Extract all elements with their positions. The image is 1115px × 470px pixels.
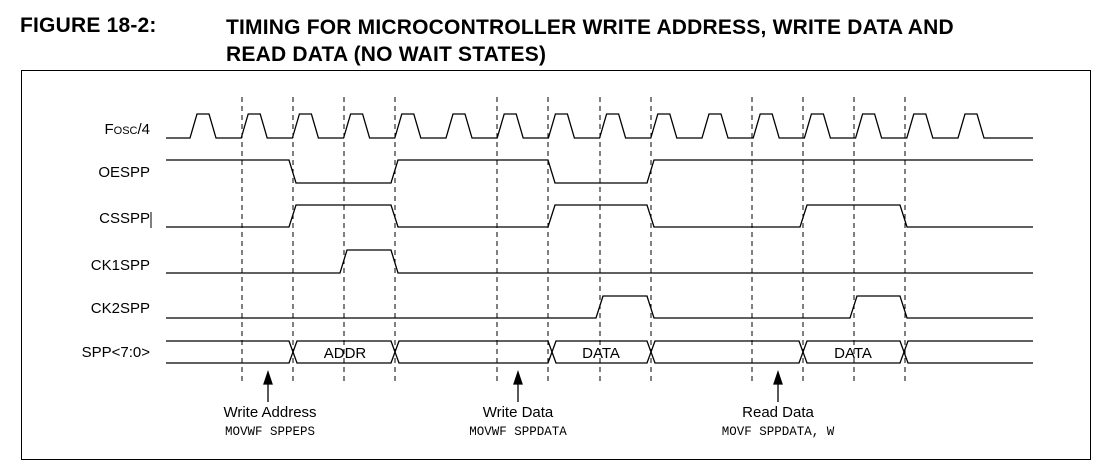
oespp-waveform [166,159,1033,184]
spp-bus-waveform [166,340,1033,364]
annotation-arrows [263,369,783,402]
arrowhead-read-data [773,369,783,385]
annotation-write-address: Write Address [223,404,316,421]
fosc4-waveform [166,113,1033,139]
diagram-frame [21,70,1091,460]
ck1spp-waveform [166,249,1033,274]
annotation-read-data: Read Data [742,404,814,421]
figure-title-line-1: TIMING FOR MICROCONTROLLER WRITE ADDRESS… [226,16,954,39]
figure-title-line-2: READ DATA (NO WAIT STATES) [226,43,547,66]
signal-label-fosc: FOSC/4 [104,121,150,138]
csspp-waveform [166,204,1033,228]
arrowhead-write-address [263,369,273,385]
signal-label-oespp: OESPP [98,164,150,181]
bus-label-data-write: DATA [582,345,620,362]
signal-label-ck1spp: CK1SPP [91,257,150,274]
figure-title: TIMING FOR MICROCONTROLLER WRITE ADDRESS… [226,14,954,68]
signal-label-spp: SPP<7:0> [82,344,151,361]
instruction-write-data: MOVWF SPPDATA [469,425,567,439]
arrowhead-write-data [513,369,523,385]
annotation-write-data: Write Data [483,404,554,421]
ck2spp-waveform [166,295,1033,319]
instruction-write-address: MOVWF SPPEPS [225,425,315,439]
bus-label-data-read: DATA [834,345,872,362]
figure-label: FIGURE 18-2: [20,14,157,37]
bus-label-addr: ADDR [324,345,367,362]
reference-lines [241,97,906,385]
signal-label-csspp: CSSPP [99,210,150,227]
signal-label-ck2spp: CK2SPP [91,300,150,317]
instruction-read-data: MOVF SPPDATA, W [722,425,835,439]
